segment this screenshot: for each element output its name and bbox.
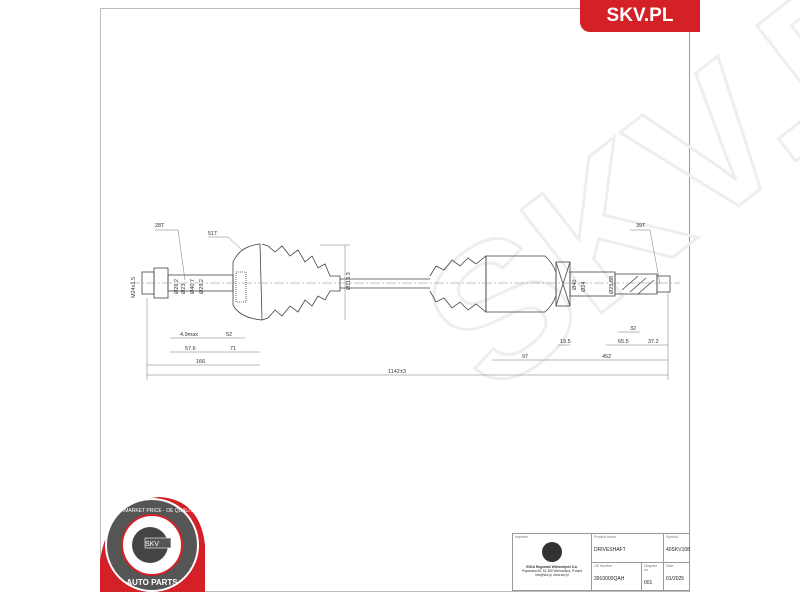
date-label: Date [666, 564, 674, 568]
oe-label: OE Number [594, 564, 613, 568]
diagram-label: Diagram no. [644, 564, 658, 572]
oe-value: 3910000QAH [594, 576, 625, 582]
date-value: 01/2025 [666, 576, 685, 582]
dim-total: 1142±3 [388, 369, 406, 375]
dim-w8: 19.5 [560, 339, 571, 345]
product-cell: Product name DRIVESHAFT [591, 534, 663, 562]
dim-w10: 32 [630, 326, 636, 332]
importer-logo [542, 542, 562, 562]
badge-top: AFTERMARKET PRICE · OE QUALITY [108, 508, 197, 514]
dim-d6: Ø25.88 [609, 276, 615, 294]
dim-w2: 52 [226, 332, 232, 338]
dim-w1: 4.9max [180, 332, 198, 338]
importer-label: Importer [515, 535, 529, 539]
badge-bottom: AUTO PARTS [126, 578, 178, 587]
watermark: SKV.PL [386, 0, 800, 431]
brand-label: SKV.PL [606, 5, 674, 26]
diagram-value: 001 [644, 580, 653, 586]
outer-cv-joint [232, 243, 263, 321]
importer-name: ESKA Rogowski Wielowiejski S.A. [526, 565, 578, 569]
dim-w6: 97 [522, 354, 528, 360]
dim-d2: Ø26.2 [174, 279, 180, 294]
brand-logo[interactable]: SKV.PL [580, 0, 700, 32]
abs-ring [235, 271, 247, 303]
dim-w7: 452 [602, 354, 611, 360]
callout-right-spline: 39T [636, 223, 646, 229]
symbol-label: Symbol [666, 535, 678, 539]
dim-d7: Ø24 [581, 282, 587, 292]
callout-abs-ring: 51T [208, 231, 218, 237]
diagram-cell: Diagram no. 001 [641, 562, 663, 590]
title-block: Importer ESKA Rogowski Wielowiejski S.A.… [512, 533, 690, 591]
outer-boot [261, 243, 341, 321]
dim-w11: 37.2 [648, 339, 659, 345]
dim-w3: 57.6 [185, 346, 196, 352]
product-label: Product name [594, 535, 616, 539]
dim-d4: Ø40.7 [190, 279, 196, 294]
importer-web: info@skv.pl, www.skv.pl [535, 573, 569, 577]
dim-w9: 65.5 [618, 339, 629, 345]
badge-center: SKV [145, 541, 159, 548]
importer-address: Papowska 65, 61-360 Wielowiejsk, Poland [521, 569, 583, 573]
oe-cell: OE Number 3910000QAH [591, 562, 641, 590]
dim-d5: Ø40 [572, 280, 578, 290]
dim-boot-d: Ø113.3 [346, 272, 352, 290]
skv-auto-parts-badge: SKV AFTERMARKET PRICE · OE QUALITY AUTO … [100, 497, 205, 592]
symbol-cell: Symbol 40SKV108 [663, 534, 690, 562]
symbol-value: 40SKV108 [666, 547, 690, 553]
importer-cell: Importer ESKA Rogowski Wielowiejski S.A.… [513, 534, 591, 590]
dim-d3: Ø29.2 [199, 279, 205, 294]
drawing-frame [100, 8, 690, 592]
dim-w5: 166 [196, 359, 205, 365]
date-cell: Date 01/2025 [663, 562, 689, 590]
dim-d1: Ø23 [181, 284, 187, 294]
dim-w4: 71 [230, 346, 236, 352]
product-value: DRIVESHAFT [594, 547, 626, 553]
callout-left-spline: 28T [155, 223, 165, 229]
dim-thread: M24x1.5 [131, 277, 137, 298]
